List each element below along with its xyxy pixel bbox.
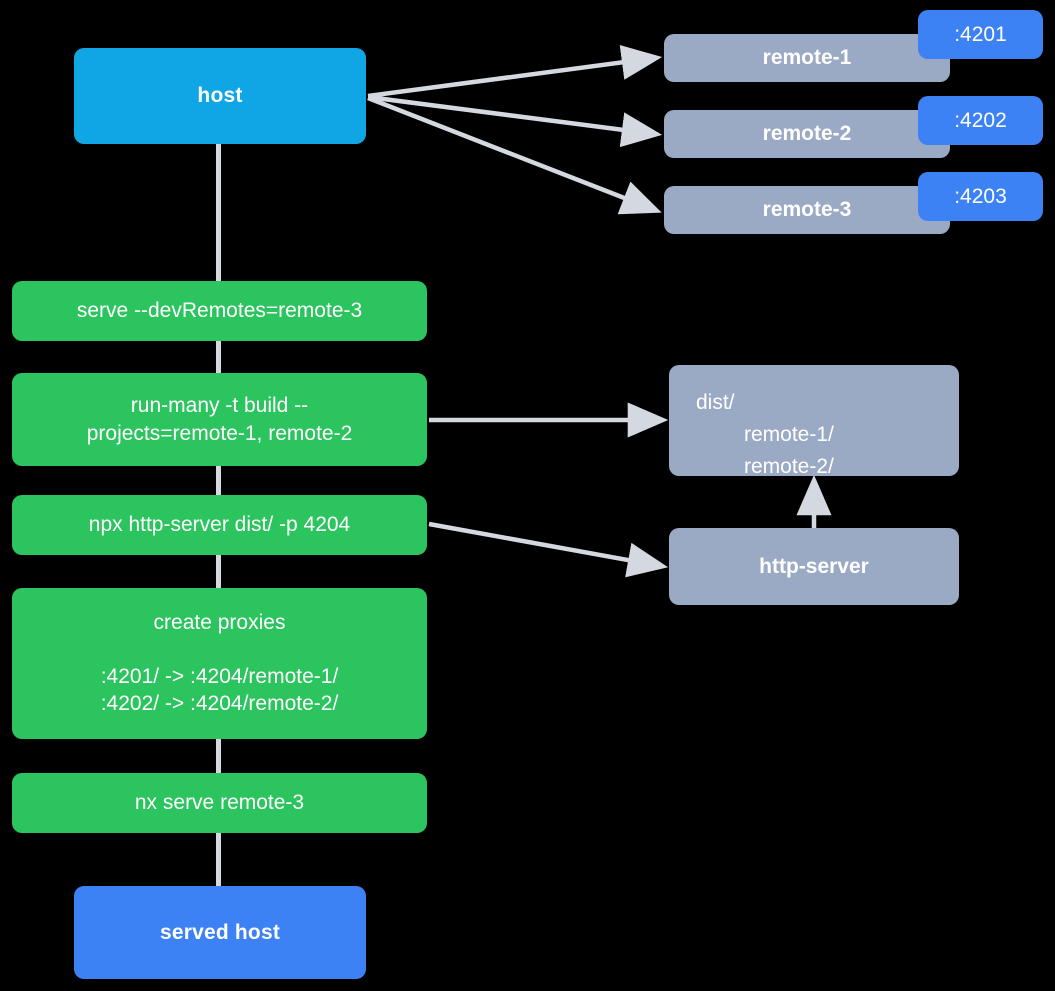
- command-run-many[interactable]: run-many -t build -- projects=remote-1, …: [12, 373, 427, 466]
- node-remote-1[interactable]: remote-1: [664, 34, 950, 82]
- command-serve-label: serve --devRemotes=remote-3: [76, 299, 363, 323]
- node-remote-3[interactable]: remote-3: [664, 186, 950, 234]
- edge-host-to-remote-1: [367, 44, 663, 99]
- port-badge-remote-1-label: :4201: [954, 22, 1007, 46]
- node-remote-3-label: remote-3: [762, 198, 852, 222]
- node-http-server-label: http-server: [759, 554, 869, 578]
- connector-serve-to-runmany: [216, 336, 221, 382]
- command-run-many-line-2: projects=remote-1, remote-2: [86, 421, 353, 445]
- edge-host-to-remote-2: [367, 94, 663, 148]
- connector-nxserve-to-servedhost: [216, 831, 221, 886]
- port-badge-remote-3: :4203: [918, 172, 1043, 221]
- node-served-host[interactable]: served host: [74, 886, 366, 979]
- connector-runmany-to-httpserver: [216, 458, 221, 503]
- node-remote-2[interactable]: remote-2: [664, 110, 950, 158]
- edge-host-to-remote-3: [367, 95, 662, 215]
- command-npx-http-server[interactable]: npx http-server dist/ -p 4204: [12, 495, 427, 555]
- command-create-proxies-title: create proxies: [153, 610, 286, 634]
- connector-httpserver-to-proxies: [216, 549, 221, 594]
- dist-child-remote-1: remote-1/: [744, 422, 834, 446]
- node-host[interactable]: host: [74, 48, 366, 144]
- port-badge-remote-3-label: :4203: [954, 184, 1007, 208]
- command-nx-serve-remote-3-label: nx serve remote-3: [134, 791, 305, 815]
- node-remote-1-label: remote-1: [762, 46, 852, 70]
- command-run-many-line-1: run-many -t build --: [130, 393, 309, 417]
- node-dist-folder[interactable]: dist/ remote-1/ remote-2/: [669, 365, 959, 478]
- command-create-proxies-line-2: :4202/ -> :4204/remote-2/: [100, 692, 339, 716]
- port-badge-remote-1: :4201: [918, 10, 1043, 59]
- connector-proxies-to-nxserve: [216, 731, 221, 776]
- command-npx-http-server-label: npx http-server dist/ -p 4204: [88, 513, 351, 537]
- node-http-server[interactable]: http-server: [669, 528, 959, 605]
- command-serve[interactable]: serve --devRemotes=remote-3: [12, 281, 427, 341]
- port-badge-remote-2-label: :4202: [954, 108, 1007, 132]
- connector-host-to-serve: [216, 140, 221, 285]
- port-badge-remote-2: :4202: [918, 96, 1043, 145]
- dist-child-remote-2: remote-2/: [744, 454, 834, 478]
- node-remote-2-label: remote-2: [762, 122, 852, 146]
- edge-npx-to-httpserver: [428, 521, 669, 578]
- command-create-proxies[interactable]: create proxies :4201/ -> :4204/remote-1/…: [12, 588, 427, 739]
- command-nx-serve-remote-3[interactable]: nx serve remote-3: [12, 773, 427, 833]
- command-create-proxies-line-1: :4201/ -> :4204/remote-1/: [100, 664, 339, 688]
- dist-root-label: dist/: [696, 391, 735, 414]
- node-host-label: host: [197, 84, 243, 108]
- node-served-host-label: served host: [159, 920, 281, 944]
